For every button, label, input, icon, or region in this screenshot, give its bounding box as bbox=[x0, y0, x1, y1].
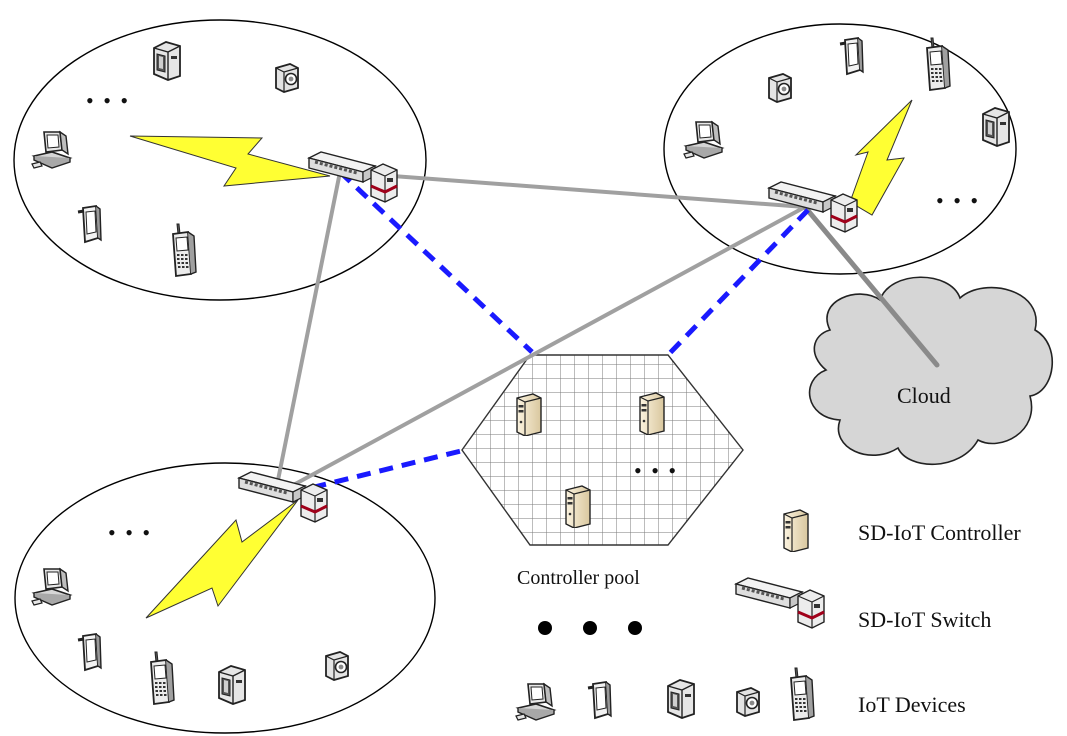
legend: SD-IoT Controller SD-IoT Switch IoT Devi… bbox=[734, 509, 1021, 717]
cloud-link bbox=[802, 204, 940, 368]
ellipsis-top-right: • • • bbox=[936, 188, 980, 213]
tablet-icon bbox=[838, 36, 864, 76]
domain-ellipse-bottom-left bbox=[14, 462, 436, 734]
tablet-icon bbox=[76, 204, 102, 244]
cell-phone-icon bbox=[150, 651, 175, 705]
camera-icon bbox=[275, 63, 299, 93]
pc-icon bbox=[683, 121, 723, 159]
wireless-lightning-icon bbox=[849, 99, 913, 216]
printer-icon bbox=[218, 665, 246, 705]
cell-phone-icon bbox=[790, 667, 815, 721]
ellipsis-bottom-left: • • • bbox=[108, 520, 152, 545]
legend-controller-icon bbox=[783, 509, 809, 552]
legend-devices-label: IoT Devices bbox=[858, 692, 966, 717]
camera-icon bbox=[736, 687, 760, 717]
more-dot bbox=[628, 621, 642, 635]
controller-pool-hexagon bbox=[461, 354, 744, 546]
wireless-lightning-icon bbox=[145, 499, 299, 619]
pc-icon bbox=[31, 131, 71, 169]
wireless-lightning-icon bbox=[129, 135, 331, 187]
ellipsis-pool: • • • bbox=[634, 458, 678, 483]
legend-switch-icon bbox=[734, 576, 826, 630]
printer-icon bbox=[153, 41, 181, 81]
sd-iot-controller-icon bbox=[639, 392, 665, 435]
tablet-icon bbox=[76, 632, 102, 672]
legend-controller-label: SD-IoT Controller bbox=[858, 520, 1021, 545]
printer-icon bbox=[982, 107, 1010, 147]
cell-phone-icon bbox=[926, 37, 951, 91]
domain-ellipse-top-right bbox=[663, 23, 1017, 275]
tablet-icon bbox=[586, 680, 612, 720]
pc-icon bbox=[515, 683, 555, 721]
cell-phone-icon bbox=[172, 223, 197, 277]
cloud-label: Cloud bbox=[897, 383, 951, 408]
sd-iot-controller-icon bbox=[516, 393, 542, 436]
control-links bbox=[289, 170, 810, 496]
printer-icon bbox=[667, 679, 695, 719]
data-links bbox=[273, 170, 807, 497]
pc-icon bbox=[31, 568, 71, 606]
camera-icon bbox=[325, 651, 349, 681]
domain-ellipse-top-left bbox=[13, 19, 427, 301]
more-dot bbox=[583, 621, 597, 635]
ellipsis-top-left: • • • bbox=[86, 88, 130, 113]
cloud-shape bbox=[808, 276, 1054, 466]
more-dot bbox=[538, 621, 552, 635]
sd-iot-controller-icon bbox=[565, 485, 591, 528]
camera-icon bbox=[768, 73, 792, 103]
legend-switch-label: SD-IoT Switch bbox=[858, 607, 991, 632]
controller-pool-label: Controller pool bbox=[517, 567, 640, 589]
